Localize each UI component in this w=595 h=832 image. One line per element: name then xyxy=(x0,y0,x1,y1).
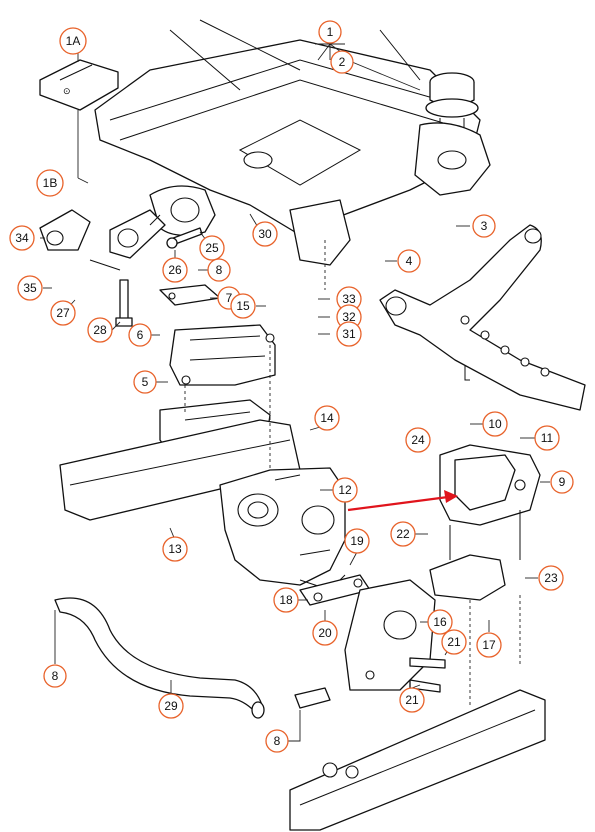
engine-mount-5 xyxy=(169,324,276,386)
callout-24-label: 24 xyxy=(411,433,425,447)
callout-23-label: 23 xyxy=(544,571,558,585)
callout-13-label: 13 xyxy=(168,542,182,556)
callout-33: 33 xyxy=(336,286,362,312)
callout-29: 29 xyxy=(158,693,184,719)
callout-1a-label: 1A xyxy=(66,34,81,48)
callout-11: 11 xyxy=(534,425,560,451)
bracket-1a: ⊙ xyxy=(39,59,119,111)
callout-27: 27 xyxy=(50,300,76,326)
callout-16: 16 xyxy=(427,609,453,635)
callout-8-bottom: 8 xyxy=(265,729,289,753)
callout-34-label: 34 xyxy=(15,231,29,245)
callout-22: 22 xyxy=(390,521,416,547)
callout-14-label: 14 xyxy=(320,411,334,425)
callout-12: 12 xyxy=(332,477,358,503)
callout-5: 5 xyxy=(133,370,157,394)
callout-19-label: 19 xyxy=(350,534,364,548)
callout-5-label: 5 xyxy=(142,375,149,389)
callout-19: 19 xyxy=(344,528,370,554)
bolt-28 xyxy=(115,279,133,327)
callout-12-label: 12 xyxy=(338,483,352,497)
callout-1b: 1B xyxy=(36,169,64,197)
callout-2: 2 xyxy=(330,50,354,74)
callout-6-label: 6 xyxy=(137,328,144,342)
callout-8-top: 8 xyxy=(207,258,231,282)
bracket-7 xyxy=(159,284,221,306)
subframe-crossmember xyxy=(94,19,481,266)
callout-30: 30 xyxy=(252,221,278,247)
callout-8-left-label: 8 xyxy=(52,669,59,683)
callout-4-label: 4 xyxy=(406,254,413,268)
callout-10: 10 xyxy=(482,411,508,437)
callout-15-label: 15 xyxy=(236,299,250,313)
callout-20: 20 xyxy=(312,620,338,646)
callout-18-label: 18 xyxy=(279,593,293,607)
gearbox-housing xyxy=(219,467,346,591)
callout-21-lower: 21 xyxy=(399,687,425,713)
callout-34: 34 xyxy=(9,225,35,251)
callout-33-label: 33 xyxy=(342,292,356,306)
bracket-16 xyxy=(344,579,436,691)
callout-25: 25 xyxy=(199,235,225,261)
callout-27-label: 27 xyxy=(56,306,70,320)
subframe-right-arm xyxy=(414,122,491,196)
svg-text:⊙: ⊙ xyxy=(63,86,71,96)
pipe-29 xyxy=(54,597,331,719)
callout-26: 26 xyxy=(162,257,188,283)
callout-4: 4 xyxy=(397,249,421,273)
callout-9-label: 9 xyxy=(559,475,566,489)
highlight-arrow xyxy=(347,490,458,512)
callout-18: 18 xyxy=(273,587,299,613)
callout-1b-label: 1B xyxy=(43,176,58,190)
callout-15: 15 xyxy=(230,293,256,319)
callout-32-label: 32 xyxy=(342,310,356,324)
callout-6: 6 xyxy=(128,323,152,347)
callout-29-label: 29 xyxy=(164,699,178,713)
callout-17: 17 xyxy=(476,632,502,658)
callout-13: 13 xyxy=(162,536,188,562)
callout-25-label: 25 xyxy=(205,241,219,255)
callout-17-label: 17 xyxy=(482,638,496,652)
callout-31: 31 xyxy=(336,321,362,347)
callout-7-label: 7 xyxy=(226,291,233,305)
callout-20-label: 20 xyxy=(318,626,332,640)
callout-1: 1 xyxy=(318,20,342,44)
callout-21-upper: 21 xyxy=(441,629,467,655)
callout-23: 23 xyxy=(538,565,564,591)
lower-frame-rail xyxy=(289,689,546,831)
gearbox-mount-9 xyxy=(429,444,541,601)
callout-28-label: 28 xyxy=(93,323,107,337)
callout-31-label: 31 xyxy=(342,327,356,341)
callout-8-top-label: 8 xyxy=(216,263,223,277)
callout-21-upper-label: 21 xyxy=(447,635,461,649)
callout-3-label: 3 xyxy=(481,219,488,233)
callout-14: 14 xyxy=(314,405,340,431)
callout-22-label: 22 xyxy=(396,527,410,541)
assembly-lines xyxy=(184,240,521,705)
callout-26-label: 26 xyxy=(168,263,182,277)
callout-35: 35 xyxy=(17,275,43,301)
callout-16-label: 16 xyxy=(433,615,447,629)
callout-30-label: 30 xyxy=(258,227,272,241)
callout-10-label: 10 xyxy=(488,417,502,431)
callout-21-lower-label: 21 xyxy=(405,693,419,707)
callout-35-label: 35 xyxy=(23,281,37,295)
callout-28: 28 xyxy=(87,317,113,343)
torque-rod-assembly xyxy=(109,185,216,259)
lower-control-arm xyxy=(379,224,586,411)
callout-1-label: 1 xyxy=(327,25,334,39)
callout-8-left: 8 xyxy=(43,664,67,688)
callout-24: 24 xyxy=(405,427,431,453)
callout-1a: 1A xyxy=(59,27,87,55)
callout-2-label: 2 xyxy=(339,55,346,69)
callout-9: 9 xyxy=(550,470,574,494)
callout-11-label: 11 xyxy=(541,431,554,445)
bracket-34 xyxy=(39,209,121,271)
leader-lines xyxy=(40,43,550,742)
callout-8-bottom-label: 8 xyxy=(274,734,281,748)
callout-3: 3 xyxy=(472,214,496,238)
